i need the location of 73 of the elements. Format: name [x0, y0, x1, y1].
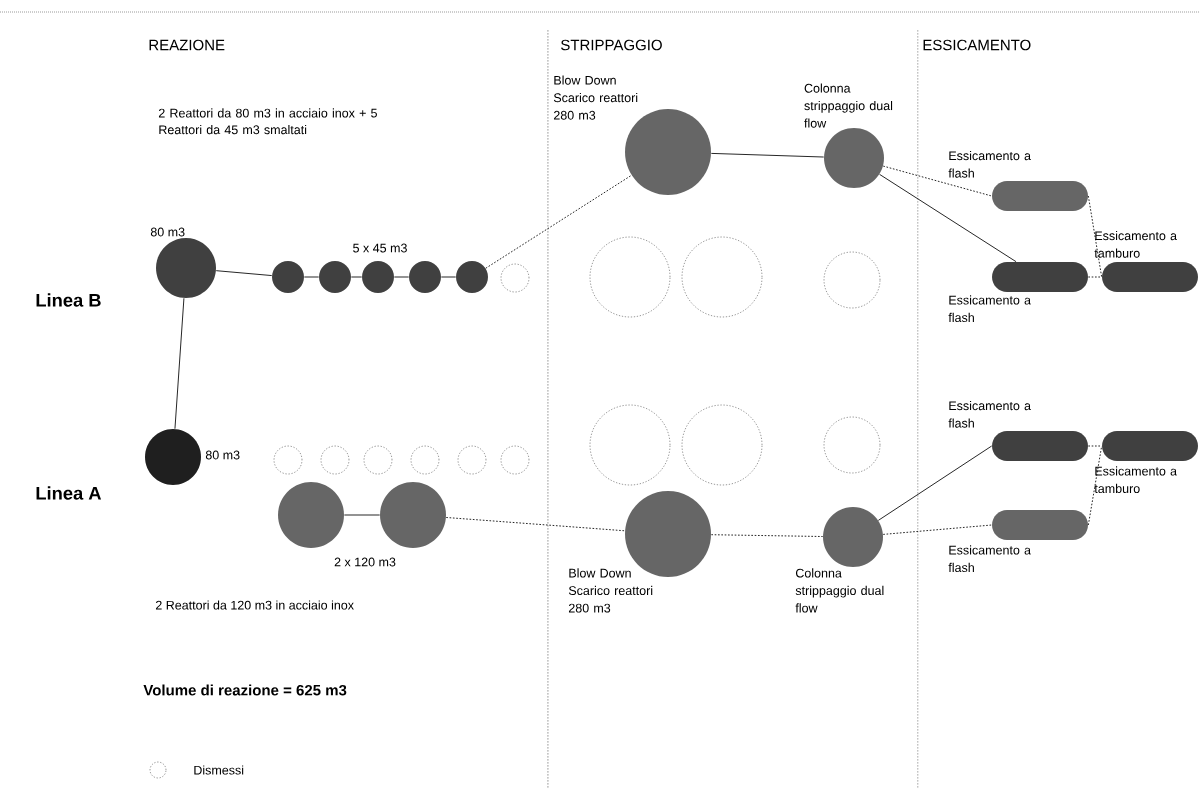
- pipe-line: [710, 152, 825, 158]
- label: 2 Reattori da 80 m3 in acciaio inox + 5 Reattori da 45 m3 smaltati: [158, 108, 377, 135]
- dryer-capsule: [992, 181, 1088, 211]
- dryer-capsule: [992, 431, 1088, 461]
- label: Volume di reazione = 625 m3: [143, 684, 347, 696]
- decommissioned-circle: [500, 445, 530, 475]
- caption: Essicamento a tamburo: [1094, 466, 1177, 494]
- label: REAZIONE: [149, 39, 225, 51]
- label: 5 x 45 m3: [353, 243, 407, 253]
- label: 2 x 120 m3: [334, 557, 396, 567]
- pipe-line: [303, 276, 320, 278]
- decommissioned-circle: [589, 236, 671, 318]
- column-circle: [823, 507, 883, 567]
- tank-circle: [625, 109, 711, 195]
- reactor-circle: [156, 238, 216, 298]
- dryer-capsule: [1102, 262, 1198, 292]
- decommissioned-circle: [823, 251, 881, 309]
- pipe-line: [877, 445, 993, 521]
- caption: Essicamento a tamburo: [1094, 231, 1177, 258]
- caption: Colonna strippaggio dual flow: [804, 83, 893, 128]
- label: STRIPPAGGIO: [561, 39, 662, 51]
- pipe-line: [879, 173, 1017, 263]
- label: 2 Reattori da 120 m3 in acciaio inox: [155, 600, 354, 610]
- pipe-line: [215, 270, 273, 277]
- reactor-circle: [278, 482, 344, 548]
- pipe-line: [1087, 445, 1103, 526]
- pipe-line: [1087, 445, 1103, 447]
- reactor-circle: [145, 429, 201, 485]
- pipe-line: [1087, 195, 1103, 278]
- column-circle: [824, 128, 884, 188]
- pipe-line: [1087, 276, 1103, 278]
- pipe-line: [710, 534, 824, 537]
- caption: Essicamento a flash: [948, 295, 1031, 323]
- reactor-circle: [362, 261, 394, 293]
- dryer-capsule: [992, 262, 1088, 292]
- reactor-circle: [272, 261, 304, 293]
- label: Linea B: [36, 293, 101, 307]
- decommissioned-circle: [823, 416, 881, 474]
- dryer-capsule: [1102, 431, 1198, 461]
- decommissioned-circle: [681, 404, 763, 486]
- caption: Blow Down Scarico reattori 280 m3: [568, 568, 653, 613]
- pipe-line: [343, 514, 381, 516]
- label: Linea A: [36, 486, 102, 500]
- reactor-circle: [319, 261, 351, 293]
- decommissioned-circle: [273, 445, 303, 475]
- pipe-line: [445, 517, 626, 532]
- dryer-capsule: [992, 510, 1088, 540]
- legend-text: Dismessi: [194, 765, 244, 775]
- caption: 80 m3: [150, 227, 185, 237]
- decommissioned-circle: [589, 404, 671, 486]
- pipe-line: [882, 524, 993, 535]
- reactor-circle: [409, 261, 441, 293]
- pipe-line: [440, 276, 457, 278]
- caption: 80 m3: [205, 450, 240, 460]
- label: ESSICAMENTO: [923, 39, 1031, 51]
- pipe-line: [393, 276, 410, 278]
- decommissioned-circle: [457, 445, 487, 475]
- decommissioned-circle: [681, 236, 763, 318]
- caption: Colonna strippaggio dual flow: [795, 568, 884, 613]
- caption: Essicamento a flash: [948, 545, 1031, 573]
- decommissioned-circle: [363, 445, 393, 475]
- decommissioned-circle: [410, 445, 440, 475]
- pipe-line: [485, 174, 632, 269]
- caption: Essicamento a flash: [948, 401, 1031, 428]
- pipe-line: [882, 165, 993, 197]
- caption: Blow Down Scarico reattori 280 m3: [553, 75, 638, 120]
- pipe-line: [174, 297, 185, 430]
- caption: Essicamento a flash: [948, 151, 1031, 178]
- decommissioned-circle: [500, 263, 530, 293]
- reactor-circle: [456, 261, 488, 293]
- decommissioned-circle: [320, 445, 350, 475]
- pipe-line: [350, 276, 363, 278]
- reactor-circle: [380, 482, 446, 548]
